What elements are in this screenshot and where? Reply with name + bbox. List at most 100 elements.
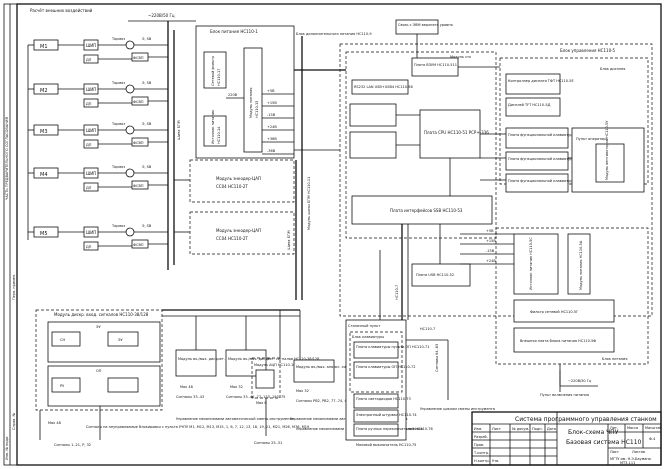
amp-label-4: ШИП: [86, 171, 96, 176]
control-unit: Блок управления НС110-5 Связь с ЭВМ верх…: [339, 19, 653, 387]
fan-module-label: Модуль вентиляторов НС110-5У: [605, 120, 609, 180]
mid-module-max: Мах 32: [296, 389, 309, 393]
control-unit-title: Блок управления НС110-5: [560, 48, 616, 53]
power-source-right-label: Источник питания НС110-5С: [529, 237, 533, 290]
operator-k5: Плата ручных переключателей НС110-76: [356, 427, 433, 431]
mid-module-signals: Сигналы РВ2, РВ2, 77..74, 48..63: [296, 399, 356, 403]
left-stamp: ЧАСТЬ ПРЕДВАРИТЕЛЬНОГО СОГЛАСОВАНИЯ Перв…: [3, 3, 18, 466]
encoder-module-title-2: Модуль энкодер-ЦАП: [216, 228, 261, 233]
sensor-label-4: ДП: [86, 186, 92, 190]
encoder-modules: Модуль энкодер-ЦАП СС04 НС110-2Т Модуль …: [174, 159, 295, 255]
io-signals: Сигналы 1..21, Р, 32: [54, 443, 91, 447]
rail-right-1: +5В: [486, 229, 494, 233]
tb-row-1: Изм.: [474, 427, 482, 431]
ref-label-4: Э, SB: [142, 165, 152, 169]
operator-k4: Электронный штурвал НС110-74: [356, 413, 417, 417]
out-module-title-2: Модуль вх./вых. дискрет. сигналов НС110-…: [228, 357, 319, 361]
io-inner-5: РУ: [60, 384, 65, 388]
control-stk-label: Модуль стк: [450, 55, 471, 59]
bus-bpm-label-left: Шина БПМ: [177, 120, 181, 140]
axis-rows: M1 ШИП ДП ФСВП Тормоз Э, SB M2 ШИП: [27, 37, 168, 251]
operator-panel-code: НС110-7: [420, 327, 435, 331]
tb-sheet: Лист: [610, 450, 619, 454]
operator-k3: Плата светодиодов НС110-73: [356, 397, 411, 401]
left-stamp-inv: Инв. № подл.: [5, 436, 9, 460]
io-inner-1: ЭУ: [96, 325, 101, 329]
amp-label-2: ШИП: [86, 87, 96, 92]
bus-module-label: Модуль шины БПМ НС110-11: [307, 177, 311, 230]
tb-role-1: Разраб.: [474, 435, 488, 439]
power-rail-5: +36В: [267, 137, 277, 141]
brake-label-3: Тормоз: [111, 122, 125, 126]
tb-role-2: Пров.: [474, 443, 484, 447]
left-stamp-stripe-1: Перв. примен.: [12, 274, 16, 300]
cpu-label: Плата CPU НС110-51 PCP+-336: [424, 130, 489, 135]
axis-row-5: M5 ШИП ДП ФСВП Тормоз Э, SB: [33, 224, 168, 251]
encoder-module-title-1: Модуль энкодер-ЦАП: [216, 176, 261, 181]
interfaces-label: Плата интерфейсов SSB НС110-53: [390, 208, 463, 213]
tb-role-3: Т.контр.: [473, 451, 489, 455]
power-filter-code: НС110-17: [217, 69, 221, 86]
tb-code: Ф.4: [649, 437, 656, 441]
rail-right-4: +24В: [486, 259, 496, 263]
power-source-code: НС110-14: [217, 126, 221, 144]
kbd-3-label: Плата функциональной клавиатуры F1-F8 НС…: [508, 179, 605, 183]
io-module: Модуль дискр. вход. сигналов НС110-38/12…: [35, 309, 309, 447]
power-220-label: 220В: [228, 93, 238, 97]
sensor-label-3: ДП: [86, 143, 92, 147]
fan-int-label: Внешняя плата блока питания НС110-5Ф: [520, 339, 596, 343]
mid-module-title: Модуль вх./вых. аналог. сигналов НС110-3…: [296, 365, 384, 369]
power-module-label: Модуль питания: [249, 88, 253, 118]
power-rail-2: +15В: [267, 101, 277, 105]
display-label: Дисплей TFT НС110-5Д: [508, 103, 551, 107]
tb-doc-title: Система программного управления станком: [515, 416, 657, 423]
video-label: Плата ВЗУМ НС110-511: [414, 63, 457, 67]
top-caption: Расчёт внешних воздействий: [30, 8, 93, 13]
tb-sheets: Листов: [632, 450, 645, 454]
power-filter-label: Сетевой фильтр: [211, 55, 215, 86]
power-rail-1: +5В: [267, 89, 275, 93]
rail-right-3: -15В: [486, 249, 495, 253]
brake-label-1: Тормоз: [111, 37, 125, 41]
encoder-label-2: ФСВП: [133, 100, 144, 104]
encoder-label-5: ФСВП: [133, 243, 144, 247]
motor-label-1: M1: [40, 44, 48, 50]
kbd-2-label: Плата функциональной клавиатуры F1-F8 НС…: [508, 157, 605, 161]
motor-label-2: M2: [40, 88, 48, 94]
display-ctrl-label: Контроллер дисплея ТФТ НС110-5Е: [508, 79, 574, 83]
out-module-signals-2: Сигналы 33..46, 77..133, 193..75: [226, 395, 285, 399]
motor-label-4: M4: [40, 172, 48, 178]
kbd-1-label: Плата функциональной клавиатуры F1-F8 НС…: [508, 133, 605, 137]
power-rail-3: -15В: [267, 113, 276, 117]
filter-label: Фильтр сетевой НС110-5Г: [530, 310, 578, 314]
tb-row-2: Лист: [492, 427, 501, 431]
axis-row-2: M2 ШИП ДП ФСВП Тормоз Э, SB: [33, 81, 168, 108]
io-inner-4: ОП: [96, 369, 102, 373]
power-bottom-note: Блок питания: [602, 357, 627, 361]
amp-label-5: ШИП: [86, 230, 96, 235]
sensor-label-2: ДП: [86, 102, 92, 106]
uart-label: RS232 LAN USB+USB4 НС110-56: [354, 85, 413, 89]
tb-row-4: Подп.: [532, 427, 543, 431]
anal-module-signals: Сигналы 25..31: [254, 441, 282, 445]
usb-box-label: Плата USB НС110-52: [416, 273, 454, 277]
power-module-code: НС110-15: [255, 101, 259, 118]
bus-bpm-label-mid: Шина БПМ: [287, 230, 291, 250]
axis-row-1: M1 ШИП ДП ФСВП Тормоз Э, SB: [33, 37, 168, 64]
axis-row-3: M3 ШИП ДП ФСВП Тормоз Э, SB: [33, 122, 168, 149]
ref-label-2: Э, SB: [142, 81, 152, 85]
out-module-title-1: Модуль вх./вых. дискрет. сигналов НС110-…: [178, 357, 269, 361]
sensor-label-5: ДП: [86, 245, 92, 249]
brake-label-2: Тормоз: [111, 81, 125, 85]
power-module-right-label: Модуль питания НС110-5А: [579, 240, 583, 290]
tb-lit: Лит.: [610, 426, 618, 430]
io-inner-2: СН: [60, 338, 65, 342]
encoder-module-code-1: СС04 НС110-2Т: [216, 184, 248, 189]
tb-org: МГТУ им. Н.Э.Баумана: [610, 457, 651, 461]
title-block: Система программного управления станком …: [471, 411, 662, 466]
tb-group: МТ3-111: [620, 461, 635, 465]
motor-label-5: M5: [40, 231, 48, 237]
power-rail-6: -36В: [267, 149, 276, 153]
tb-mass: Масса: [627, 426, 638, 430]
